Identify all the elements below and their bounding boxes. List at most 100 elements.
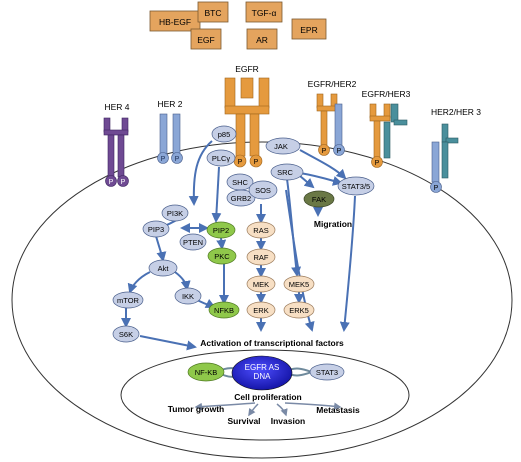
svg-text:HB-EGF: HB-EGF xyxy=(159,17,191,27)
svg-text:PLCγ: PLCγ xyxy=(212,154,231,163)
svg-text:IKK: IKK xyxy=(182,292,194,301)
node-s6k: S6K xyxy=(112,325,140,343)
arrow-p85-to-pi3k xyxy=(188,140,213,206)
label-invasion: Invasion xyxy=(271,416,305,426)
svg-text:p85: p85 xyxy=(218,130,231,139)
svg-text:ERK: ERK xyxy=(253,306,268,315)
node-grb2: GRB2 xyxy=(226,189,256,207)
outcome-arrows xyxy=(194,402,342,417)
egfr-her2-phospho-1: P xyxy=(322,148,327,155)
ligand-ar: AR xyxy=(246,28,278,50)
node-stat35: STAT3/5 xyxy=(337,176,375,196)
egfr-her3-receptor xyxy=(369,103,408,168)
egfr-her2-receptor xyxy=(316,93,345,156)
her2-receptor xyxy=(157,113,183,164)
svg-text:NFKB: NFKB xyxy=(214,306,234,315)
svg-text:Akt: Akt xyxy=(158,264,170,273)
label-tumor-growth: Tumor growth xyxy=(168,404,225,414)
nucleus-stat3: STAT3 xyxy=(309,363,345,381)
svg-text:FAK: FAK xyxy=(312,195,326,204)
svg-text:S6K: S6K xyxy=(119,330,133,339)
node-nfkb: NFKB xyxy=(208,301,240,319)
svg-text:PIP3: PIP3 xyxy=(148,225,164,234)
node-pi3k: PI3K xyxy=(161,204,189,222)
svg-text:EGFR AS: EGFR AS xyxy=(245,363,280,372)
svg-text:DNA: DNA xyxy=(254,372,272,381)
svg-text:ERK5: ERK5 xyxy=(289,306,309,315)
arrow-akt-to-ikk xyxy=(174,271,191,291)
ligand-epr: EPR xyxy=(291,18,327,40)
nucleus-nfkb: NF-KB xyxy=(187,362,225,382)
ligand-tgf-a: TGF-α xyxy=(245,1,283,23)
her2-her3-receptor xyxy=(430,123,459,193)
egfr-her3-phospho: P xyxy=(375,160,380,167)
nucleus-egfr-dna: EGFR AS DNA xyxy=(231,355,293,391)
node-src: SRC xyxy=(270,163,304,181)
svg-text:JAK: JAK xyxy=(274,142,288,151)
node-raf: RAF xyxy=(246,248,276,266)
label-metastasis: Metastasis xyxy=(316,405,360,415)
node-pten: PTEN xyxy=(179,233,207,251)
svg-text:RAF: RAF xyxy=(254,253,269,262)
node-jak: JAK xyxy=(265,137,301,155)
pathway-arrows xyxy=(121,140,356,351)
node-mek5: MEK5 xyxy=(283,275,315,293)
node-p85: p85 xyxy=(211,125,237,143)
svg-text:EPR: EPR xyxy=(300,25,317,35)
node-ikk: IKK xyxy=(174,287,202,305)
ligand-hb-egf: HB-EGF xyxy=(149,10,201,32)
svg-text:NF-KB: NF-KB xyxy=(195,368,218,377)
her2-her3-phospho: P xyxy=(434,185,439,192)
svg-text:EGF: EGF xyxy=(197,35,214,45)
node-sos: SOS xyxy=(248,180,278,200)
node-mek: MEK xyxy=(246,275,276,293)
svg-text:PI3K: PI3K xyxy=(167,209,183,218)
node-pkc: PKC xyxy=(207,247,237,265)
node-plcy: PLCγ xyxy=(206,149,236,167)
svg-text:SHC: SHC xyxy=(232,178,248,187)
label-migration: Migration xyxy=(314,219,352,229)
svg-text:BTC: BTC xyxy=(205,8,222,18)
svg-text:STAT3: STAT3 xyxy=(316,368,338,377)
svg-text:SOS: SOS xyxy=(255,186,271,195)
arrow-src-to-fak xyxy=(299,175,315,189)
egfr-phospho-1: P xyxy=(238,159,243,166)
svg-text:AR: AR xyxy=(256,35,268,45)
svg-text:PTEN: PTEN xyxy=(183,238,203,247)
receptor-label-egfr-her2: EGFR/HER2 xyxy=(308,79,357,89)
node-fak: FAK xyxy=(303,190,335,208)
egfr-phospho-2: P xyxy=(254,159,259,166)
arrow-pip2-to-pkc xyxy=(216,237,227,250)
node-pip2: PIP2 xyxy=(206,221,236,239)
ligand-egf: EGF xyxy=(190,28,222,50)
svg-text:MEK5: MEK5 xyxy=(289,280,309,289)
label-cell-proliferation: Cell proliferation xyxy=(234,392,302,402)
node-erk: ERK xyxy=(246,301,276,319)
cell-membrane xyxy=(11,141,513,459)
egfr-receptor xyxy=(224,77,270,168)
node-mtor: mTOR xyxy=(112,291,144,309)
svg-text:mTOR: mTOR xyxy=(117,296,140,305)
arrow-stat-to-activation xyxy=(339,195,356,332)
receptor-label-egfr-her3: EGFR/HER3 xyxy=(362,89,411,99)
label-activation: Activation of transcriptional factors xyxy=(200,338,344,348)
arrow-jak-to-stat xyxy=(299,149,347,180)
label-survival: Survival xyxy=(227,416,260,426)
node-erk5: ERK5 xyxy=(283,301,315,319)
receptor-label-her2-her3: HER2/HER 3 xyxy=(431,107,481,117)
svg-text:SRC: SRC xyxy=(277,168,293,177)
receptor-label-egfr: EGFR xyxy=(235,64,259,74)
egfr-her2-phospho-2: P xyxy=(337,148,342,155)
arrow-s6k-to-activation xyxy=(139,335,197,351)
svg-text:MEK: MEK xyxy=(253,280,269,289)
svg-text:STAT3/5: STAT3/5 xyxy=(342,182,370,191)
node-ras: RAS xyxy=(246,221,276,239)
nucleus xyxy=(120,349,410,441)
receptor-label-her4: HER 4 xyxy=(104,102,129,112)
ligand-btc: BTC xyxy=(197,1,229,23)
her4-phospho-1: P xyxy=(109,179,114,186)
her4-phospho-2: P xyxy=(121,179,126,186)
svg-text:GRB2: GRB2 xyxy=(231,194,251,203)
arrow-plcy-to-pip2 xyxy=(211,166,222,223)
arrow-akt-to-mtor xyxy=(127,271,151,294)
